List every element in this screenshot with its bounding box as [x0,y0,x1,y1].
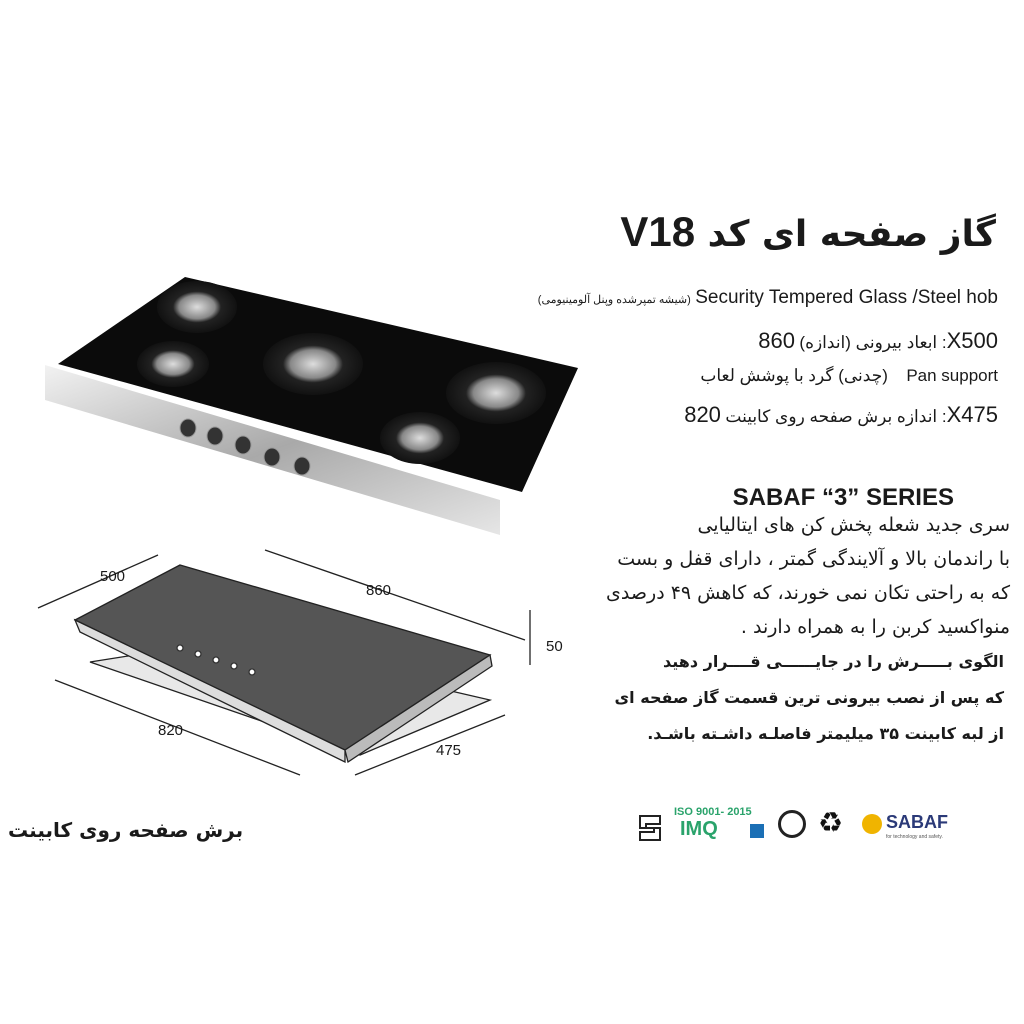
dim-label-width: 860 [366,582,392,599]
note-line: الگوی بـــــرش را در جایــــــی قــــرار… [662,652,1004,671]
hob-photo [45,277,578,535]
sabaf-logo-text: SABAF [886,812,948,832]
knob [179,418,197,438]
dimension-diagram [37,549,531,776]
spec-fa: (شیشه تمپرشده وپنل آلومینیومی) [537,294,691,306]
spec-en: 820X475 [684,402,998,427]
spec-fa: : ابعاد بیرونی (اندازه) [799,333,947,352]
dim-line-860 [264,549,526,641]
model-code: V18 [620,208,696,255]
product-title: گاز صفحه ای کد V18 [620,208,996,256]
spec-fa: (چدنی) گرد با پوشش لعاب [700,366,888,385]
dim-line-500 [37,554,159,609]
spec-en: Pan support [906,366,998,385]
certification-logos: ISO 9001- 2015 IMQ ♻ SABAF for technolog… [636,806,966,846]
dim-label-cut-width: 820 [158,722,184,739]
burner [263,333,363,395]
note-line: که پس از نصب بیرونی ترین قسمت گاز صفحه ا… [614,688,1004,707]
spec-en: 860X500 [758,328,998,353]
dim-label-depth: 500 [100,568,126,585]
control-dots [176,644,256,676]
description-line: منواکسید کربن را به همراه دارند . [740,616,1010,638]
recycle-icon: ♻ [818,806,844,839]
spec-material: Security Tempered Glass /Steel hob (شیشه… [538,287,998,309]
dim-line-820 [54,679,301,776]
knob [206,426,224,446]
note-line: از لبه کابینت ۳۵ میلیمتر فاصلـه داشـته ب… [647,724,1004,743]
burner [446,362,546,424]
dim-label-cut-depth: 475 [436,742,462,759]
description-line: سری جدید شعله پخش کن های ایتالیایی [697,514,1010,536]
install-note: الگوی بـــــرش را در جایــــــی قــــرار… [615,646,1004,750]
title-text: گاز صفحه ای کد [707,214,996,255]
dim-line-475 [354,714,506,776]
cutout-caption: برش صفحه روی کابینت [8,818,244,842]
hob-edge [73,618,346,764]
iqnet-icon [750,824,764,838]
standard-logo-icon [639,815,661,841]
knob [263,447,281,467]
description-line: که به راحتی تکان نمی خورند، که کاهش ۴۹ د… [606,582,1010,604]
spec-dimensions: : ابعاد بیرونی (اندازه) 860X500 [758,328,998,354]
burner [380,412,460,464]
sabaf-tagline: for technology and safety. [886,834,943,840]
spec-cutout: : اندازه برش صفحه روی کابینت 820X475 [684,402,998,428]
imq-logo-text: IMQ [680,818,718,840]
knob [234,435,252,455]
burners [137,281,546,464]
iso-logo-text: ISO 9001- 2015 [674,806,752,818]
spec-fa: : اندازه برش صفحه روی کابینت [725,407,947,426]
burner [157,281,237,333]
sabaf-logo-icon [862,814,882,834]
series-title: SABAF “3” SERIES [732,484,954,511]
spec-en: Security Tempered Glass /Steel hob [695,287,998,308]
knob [293,456,311,476]
description: سری جدید شعله پخش کن های ایتالیایی با را… [606,508,1010,644]
dim-label-height: 50 [546,638,563,655]
hob-edge-right [344,653,493,764]
seal-icon [778,810,806,838]
spec-pan-support: (چدنی) گرد با پوشش لعاب Pan support [700,366,998,386]
knobs [179,418,311,476]
description-line: با راندمان بالا و آلایندگی گمتر ، دارای … [617,548,1010,570]
burner [137,341,209,387]
